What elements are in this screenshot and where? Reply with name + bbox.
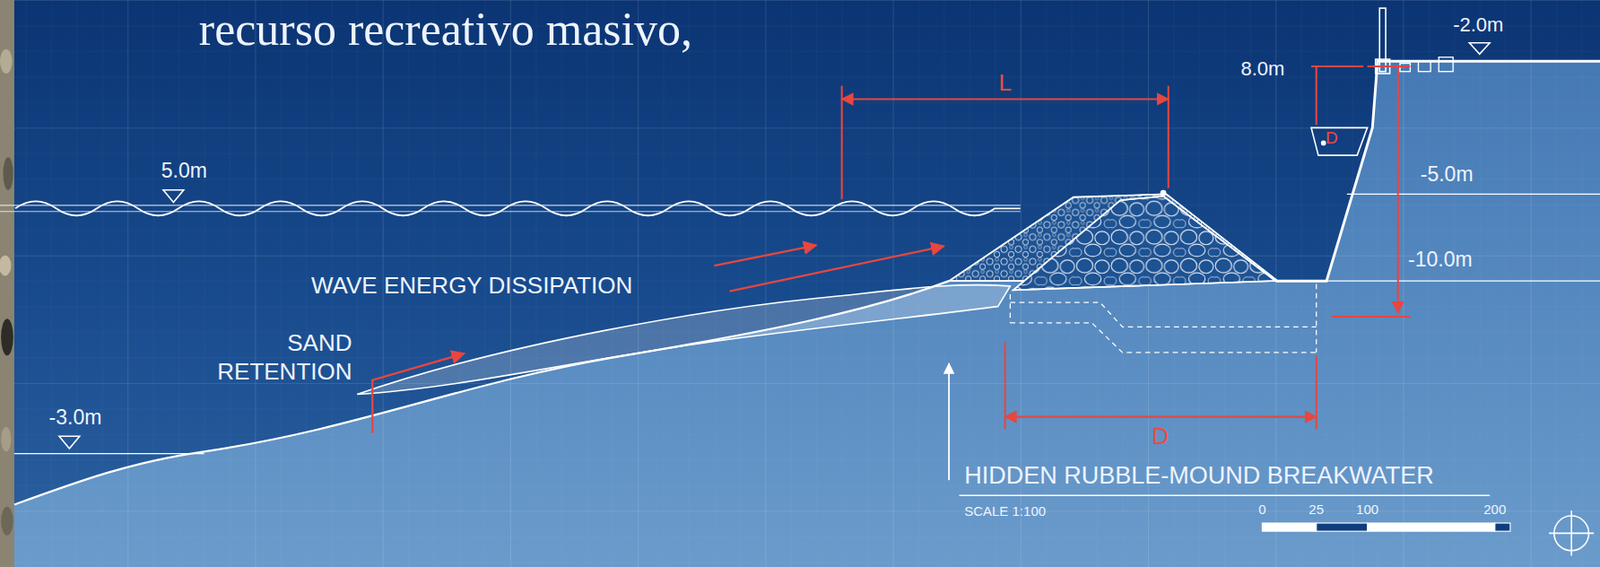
quay-wall	[1379, 8, 1386, 72]
dimension-lines	[842, 66, 1411, 429]
drawing-title: HIDDEN RUBBLE-MOUND BREAKWATER	[964, 460, 1435, 490]
depth-label: -5.0m	[1420, 162, 1474, 188]
dimension-lines	[1311, 66, 1364, 125]
seabed-profile	[356, 285, 1010, 395]
title-rule	[958, 495, 1490, 496]
rock-strip	[0, 0, 15, 567]
dimension-lines	[1004, 341, 1007, 429]
scale-bar	[1261, 522, 1510, 531]
scale-bar	[1495, 522, 1511, 531]
elevation-label: -2.0m	[1452, 13, 1504, 37]
dimension-lines	[1367, 65, 1411, 68]
quay-wall	[1400, 63, 1410, 72]
pointer-arrow	[947, 363, 950, 480]
low-water-mark	[14, 452, 205, 454]
effect-label: WAVE ENERGY DISSIPATION	[311, 271, 633, 300]
pointer-arrow	[947, 363, 950, 480]
breakwater-mound	[1160, 190, 1166, 196]
flow-arrows	[713, 244, 817, 266]
seabed-profile	[14, 280, 949, 505]
dimension-lines	[1397, 67, 1400, 313]
header-fragment: recurso recreativo masivo,	[199, 1, 693, 58]
quay-wall	[1321, 140, 1326, 146]
dimension-lines	[1315, 355, 1318, 429]
water-surface	[0, 210, 1021, 212]
rock-strip	[0, 49, 13, 74]
dimension-lines	[1331, 315, 1411, 318]
water-surface	[0, 190, 1021, 216]
depth-label: -10.0m	[1408, 247, 1473, 273]
breakwater-mound	[1013, 196, 1276, 291]
dimension-lines	[1005, 416, 1317, 418]
rock-strip	[0, 426, 11, 452]
breakwater-mound	[948, 190, 1278, 290]
scale-bar	[1367, 522, 1496, 531]
quay-wall	[1311, 127, 1368, 156]
scale-number: 200	[1483, 501, 1506, 518]
dimension-letter: L	[998, 69, 1011, 97]
rock-strip	[0, 506, 14, 536]
quay-wall	[1469, 43, 1490, 55]
quay-wall	[1326, 279, 1600, 281]
low-water-mark	[59, 435, 80, 449]
scale-number: 100	[1356, 501, 1379, 518]
quay-wall	[1438, 57, 1453, 72]
breakwater-mound	[1013, 196, 1276, 291]
scale-bar	[1316, 522, 1368, 531]
quay-wall	[1275, 60, 1600, 281]
depth-label: -3.0m	[49, 405, 103, 431]
scale-bar	[1261, 522, 1316, 531]
quay-wall	[1275, 8, 1600, 281]
water-surface	[163, 190, 184, 203]
dimension-letter: D	[1325, 128, 1339, 149]
north-symbol	[1548, 532, 1594, 535]
water-surface	[15, 200, 1021, 216]
water-level: 5.0m	[161, 158, 208, 184]
quay-wall	[1417, 60, 1431, 71]
rock-strip	[0, 0, 15, 567]
dimension-letter: D	[1151, 422, 1169, 451]
seabed-profile	[14, 280, 1010, 505]
foundation-dashed	[1009, 294, 1011, 323]
foundation-dashed	[1315, 284, 1317, 353]
flow-arrows	[729, 245, 944, 291]
low-water-mark	[14, 435, 205, 453]
quay-wall	[1347, 193, 1600, 195]
rock-strip	[2, 156, 13, 190]
dimension-lines	[841, 86, 844, 200]
height-label: 8.0m	[1241, 57, 1286, 81]
scale-note: SCALE 1:100	[964, 503, 1046, 520]
rock-strip	[0, 255, 12, 277]
scale-number: 0	[1258, 501, 1266, 518]
title-rule	[958, 495, 1490, 496]
foundation-dashed	[1009, 284, 1316, 353]
north-symbol	[1548, 510, 1594, 556]
scale-number: 25	[1308, 501, 1324, 518]
dimension-lines	[842, 97, 1169, 100]
foundation-dashed	[1009, 322, 1316, 353]
dimension-lines	[1167, 86, 1170, 189]
effect-label: SAND RETENTION	[195, 329, 353, 385]
flow-arrows	[372, 353, 464, 434]
rock-strip	[0, 318, 14, 356]
